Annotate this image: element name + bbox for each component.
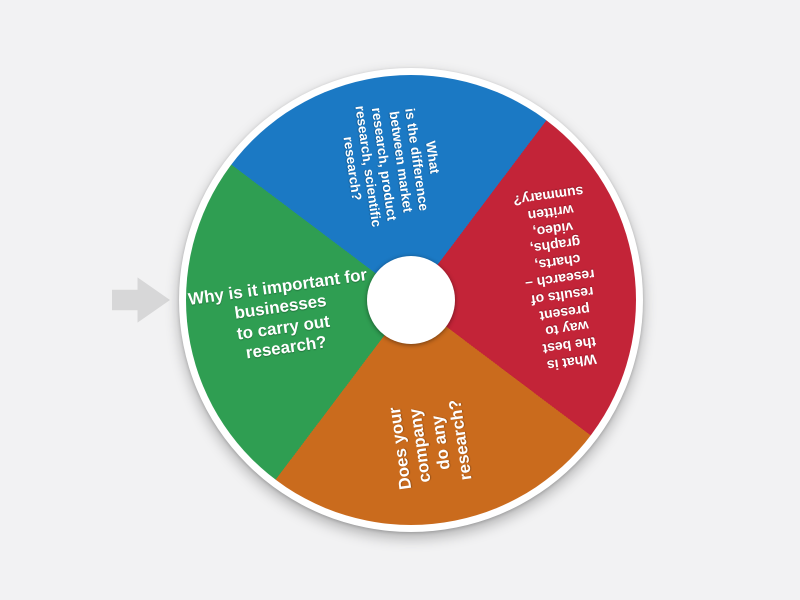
wheel-disc[interactable]: What is the difference between market re… [186,75,636,525]
wheel-hub [367,256,455,344]
segment-label-green: Why is it important for businesses to ca… [187,265,369,363]
segment-label-blue: What is the difference between market re… [340,104,443,228]
segment-label-orange: Does your company do any research? [384,398,476,491]
spinner-pointer-arrow-icon [112,277,170,323]
segment-label-red: What is the best way to present results … [512,183,598,374]
random-wheel[interactable]: What is the difference between market re… [179,68,643,532]
